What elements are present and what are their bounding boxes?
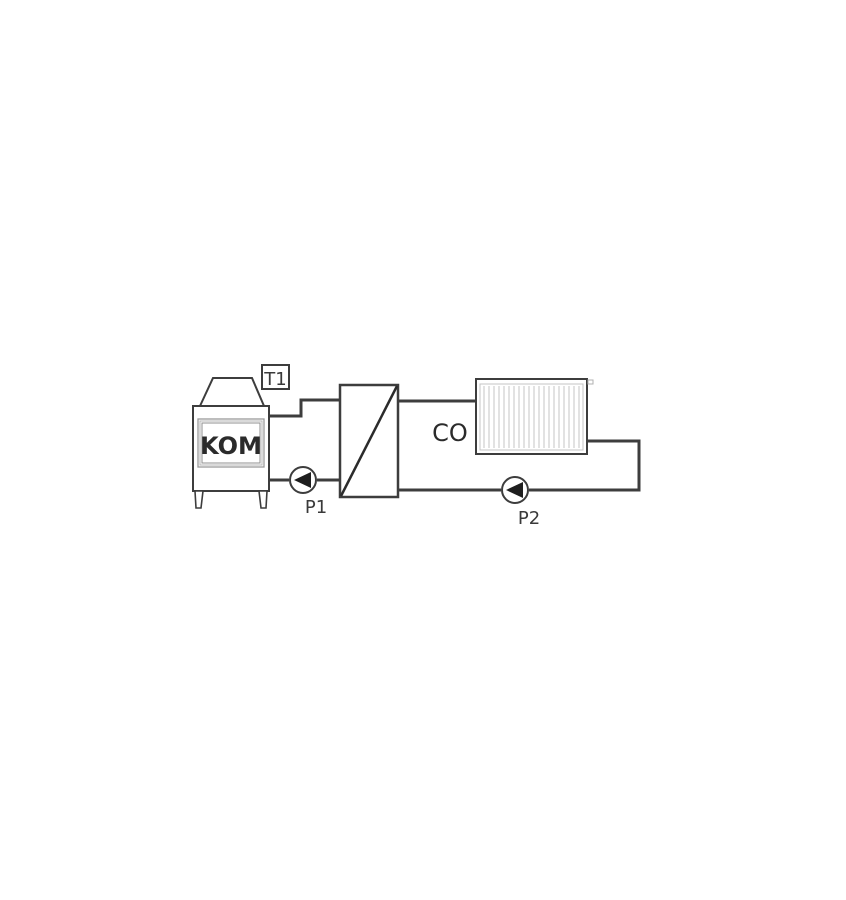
temperature-sensor-t1: T1 — [261, 364, 290, 390]
pump-arrow-icon — [506, 482, 523, 498]
air-vent-icon — [587, 379, 594, 385]
pump-arrow-icon — [294, 472, 311, 488]
circuit-label: CO — [432, 419, 468, 447]
heat-exchanger — [338, 383, 400, 499]
boiler: KOM — [192, 377, 270, 509]
sensor-label: T1 — [263, 369, 286, 390]
pump2-label: P2 — [518, 508, 540, 529]
secondary-return-pipe — [398, 439, 641, 492]
pump-p1: P1 — [289, 466, 327, 518]
pump-p2: P2 — [501, 476, 540, 529]
radiator — [475, 378, 594, 455]
primary-supply-pipe — [269, 398, 340, 418]
pump1-label: P1 — [305, 497, 327, 518]
boiler-label: KOM — [200, 432, 262, 460]
